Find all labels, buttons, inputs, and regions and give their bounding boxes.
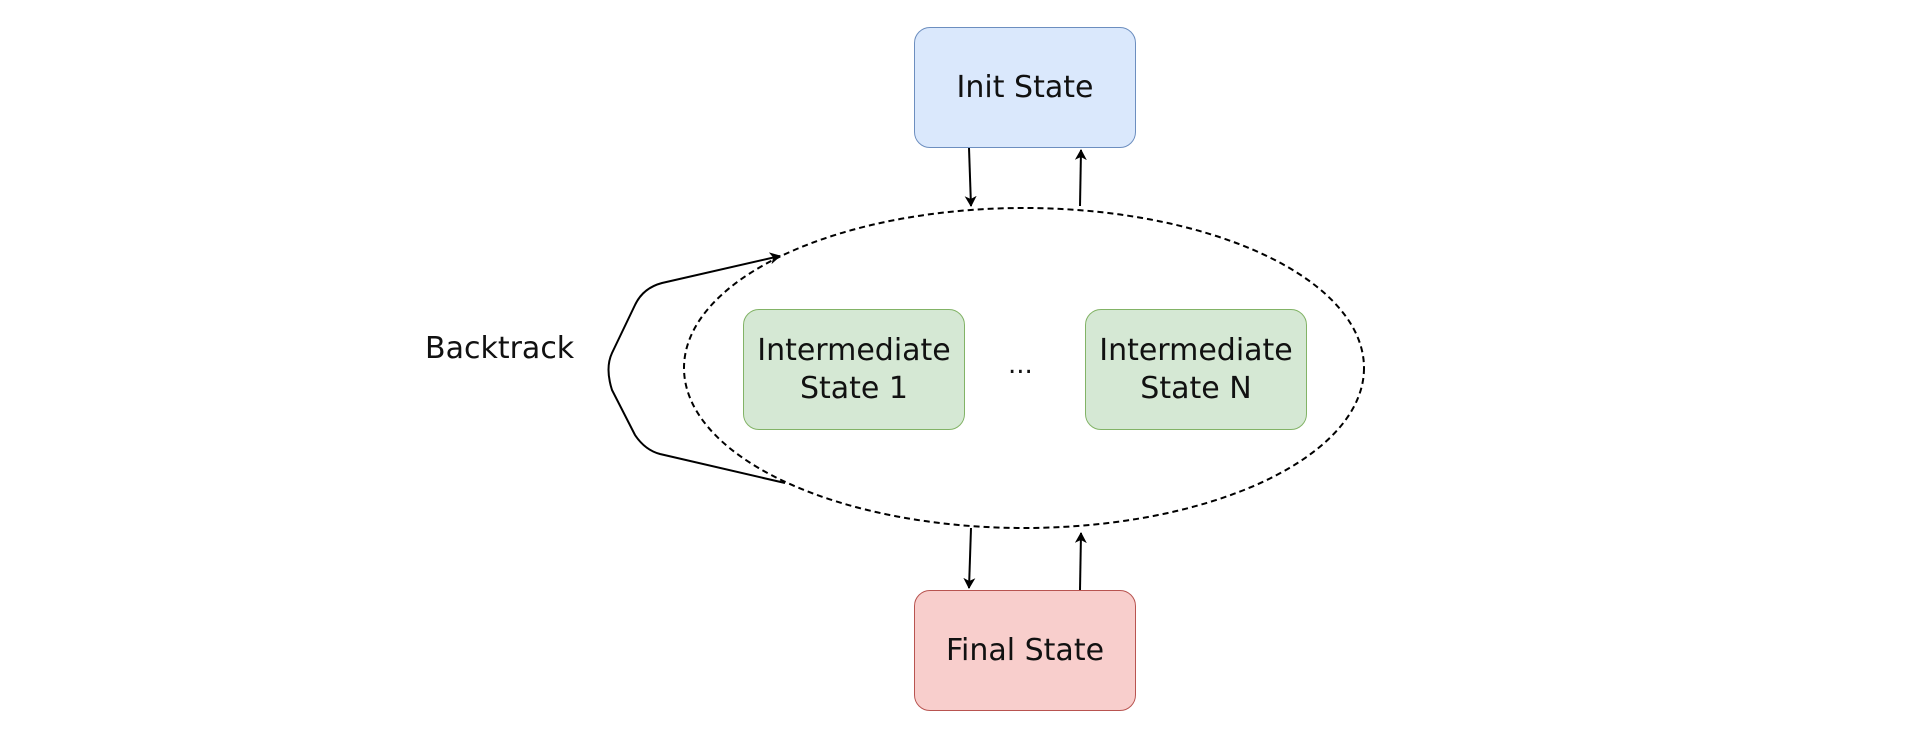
arrow-init-to-space: [964, 147, 977, 207]
arrow-final-to-space: [1074, 532, 1087, 591]
intermediate-state-n-node: Intermediate State N: [1085, 309, 1307, 430]
final-state-label: Final State: [945, 632, 1105, 668]
intermediate-state-n-line2: State N: [1140, 370, 1252, 406]
final-state-node: Final State: [914, 590, 1136, 711]
intermediate-state-1-line2: State 1: [799, 370, 909, 406]
backtrack-arrow: [607, 252, 786, 484]
intermediate-state-1-line1: Intermediate: [757, 332, 951, 368]
state-space-ellipse: [683, 207, 1365, 529]
init-state-label: Init State: [956, 69, 1094, 105]
intermediate-state-n-line1: Intermediate: [1099, 332, 1293, 368]
ellipsis-text: ...: [1008, 350, 1033, 380]
arrow-space-to-final: [963, 527, 976, 589]
intermediate-state-1-node: Intermediate State 1: [743, 309, 965, 430]
backtrack-label: Backtrack: [425, 331, 575, 366]
init-state-node: Init State: [914, 27, 1136, 148]
arrow-space-to-init: [1074, 149, 1087, 207]
